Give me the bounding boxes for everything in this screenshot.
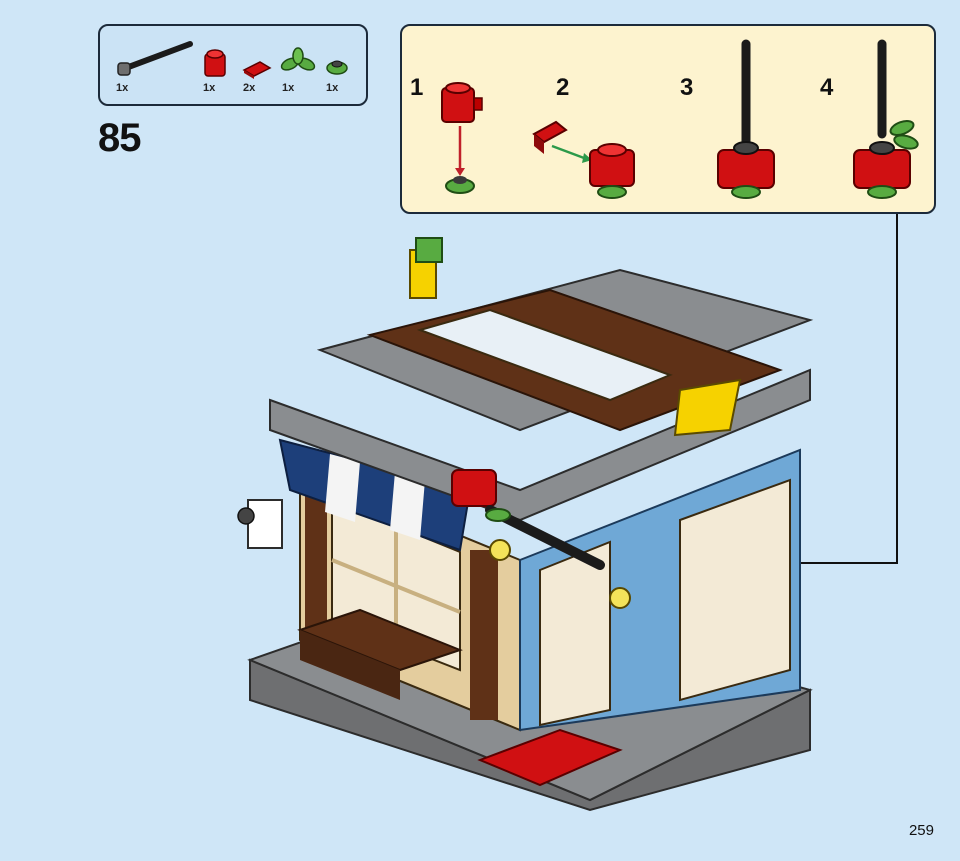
step-number: 85: [98, 116, 141, 160]
part-qty: 1x: [282, 82, 295, 94]
parts-list: 1x 1x 2x 1x 1x: [98, 24, 368, 106]
page-number: 259: [908, 822, 934, 839]
substep-label: 3: [680, 74, 694, 101]
part-qty: 1x: [203, 82, 216, 94]
substep-label: 1: [410, 74, 424, 101]
black-bar-icon: [117, 41, 193, 76]
substep-2-illustration: [532, 120, 635, 199]
green-leaf-plate-icon: [280, 47, 316, 71]
substep-1-illustration: [441, 82, 483, 194]
subassembly-panel: 1 2 3 4: [400, 24, 936, 214]
red-tile-icon: [242, 61, 272, 79]
part-qty: 1x: [326, 82, 339, 94]
substep-4-illustration: [853, 39, 919, 199]
substep-label: 4: [820, 74, 834, 101]
part-qty: 1x: [116, 82, 129, 94]
green-round-plate-icon: [326, 60, 348, 75]
part-qty: 2x: [243, 82, 256, 94]
red-carpet: [477, 728, 623, 787]
substep-label: 2: [556, 74, 570, 101]
grey-ledge: [269, 368, 811, 522]
building-illustration: [237, 237, 814, 812]
red-round-brick-icon: [204, 49, 226, 77]
substep-3-illustration: [717, 39, 775, 199]
red-flower-brick: [451, 469, 497, 507]
callout-line-vertical: [896, 214, 898, 564]
brown-bench: [297, 608, 463, 672]
hanging-sign: [247, 499, 283, 549]
